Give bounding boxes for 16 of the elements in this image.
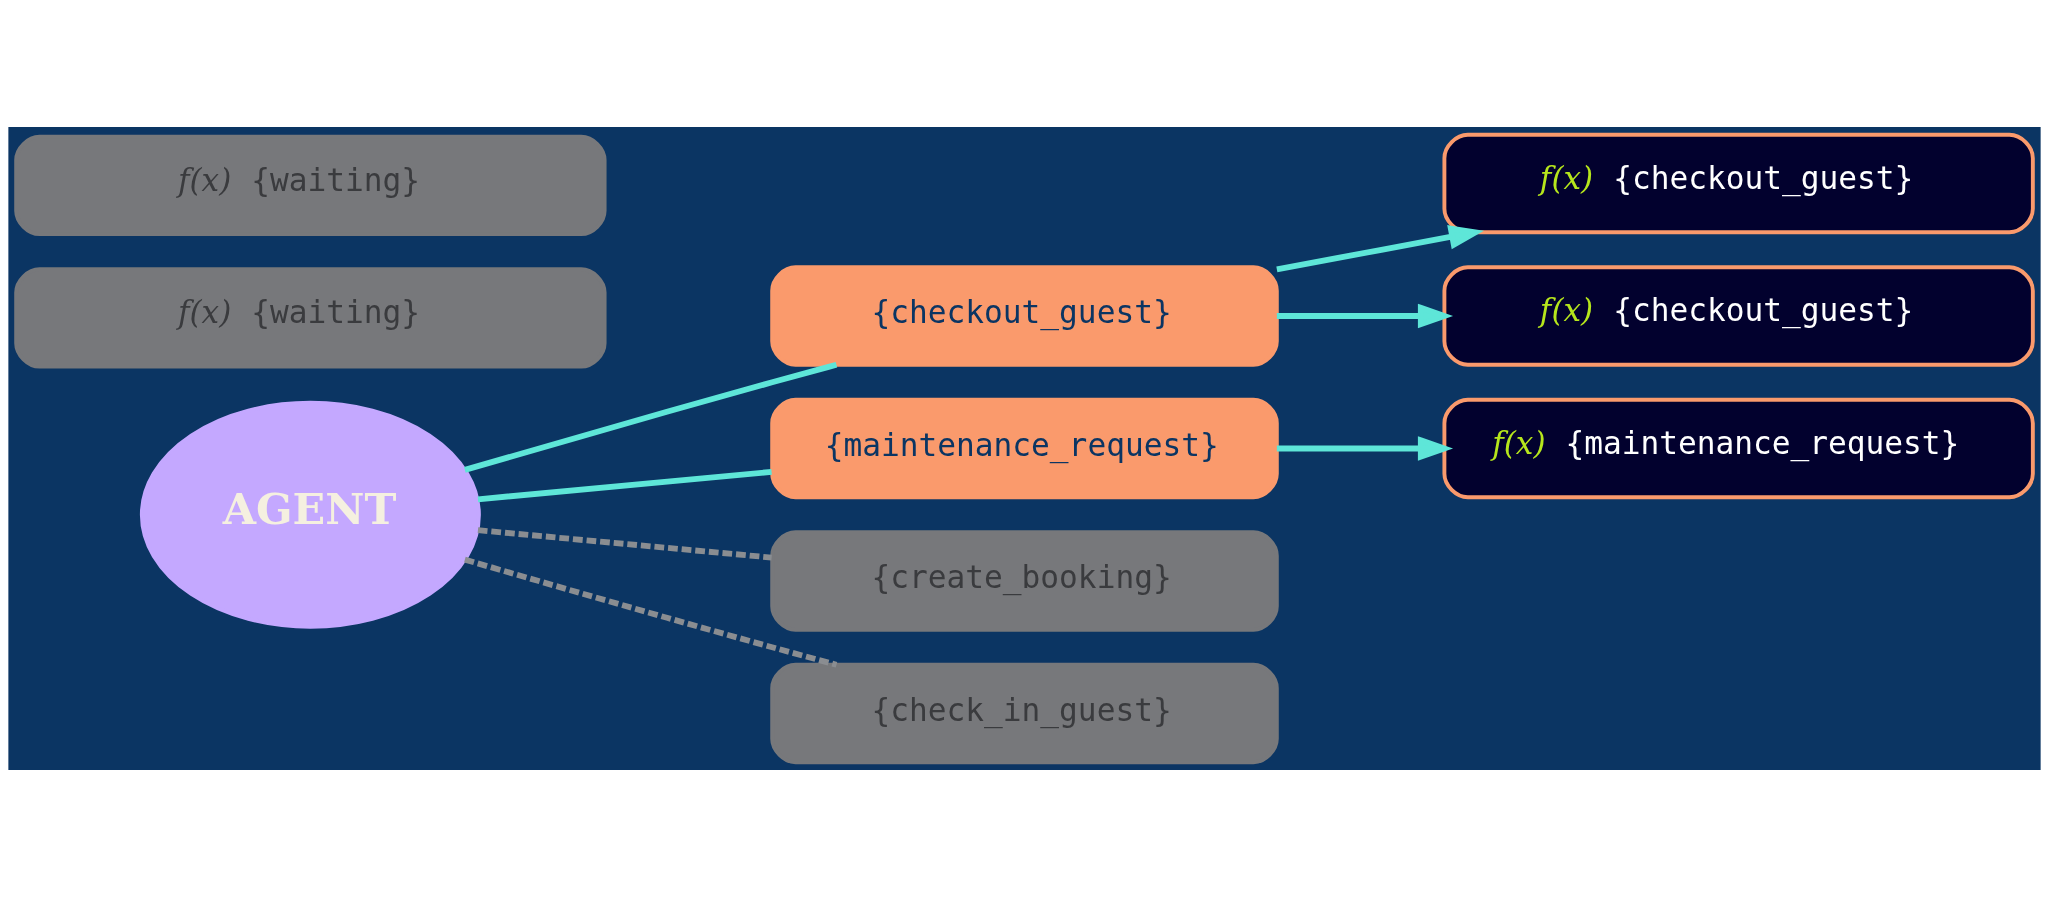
node-box: {check_in_guest} xyxy=(770,662,1279,765)
arrow xyxy=(1276,436,1454,461)
node-box: f(x) {checkout_guest} xyxy=(1442,132,2035,235)
arrow xyxy=(1276,225,1484,273)
node-box: f(x) {checkout_guest} xyxy=(1442,265,2035,367)
node-box: f(x) {waiting} xyxy=(14,134,607,237)
connector xyxy=(477,469,772,503)
connector xyxy=(477,527,772,561)
node-box: {checkout_guest} xyxy=(770,265,1279,367)
arrow xyxy=(1276,303,1454,329)
connector xyxy=(464,361,838,473)
node-box: {maintenance_request} xyxy=(770,397,1279,500)
node-box: {create_booking} xyxy=(770,530,1279,632)
node-box: f(x) {waiting} xyxy=(14,267,607,369)
node-ellipse: AGENT xyxy=(139,400,481,629)
node-box: f(x) {maintenance_request} xyxy=(1442,397,2035,500)
